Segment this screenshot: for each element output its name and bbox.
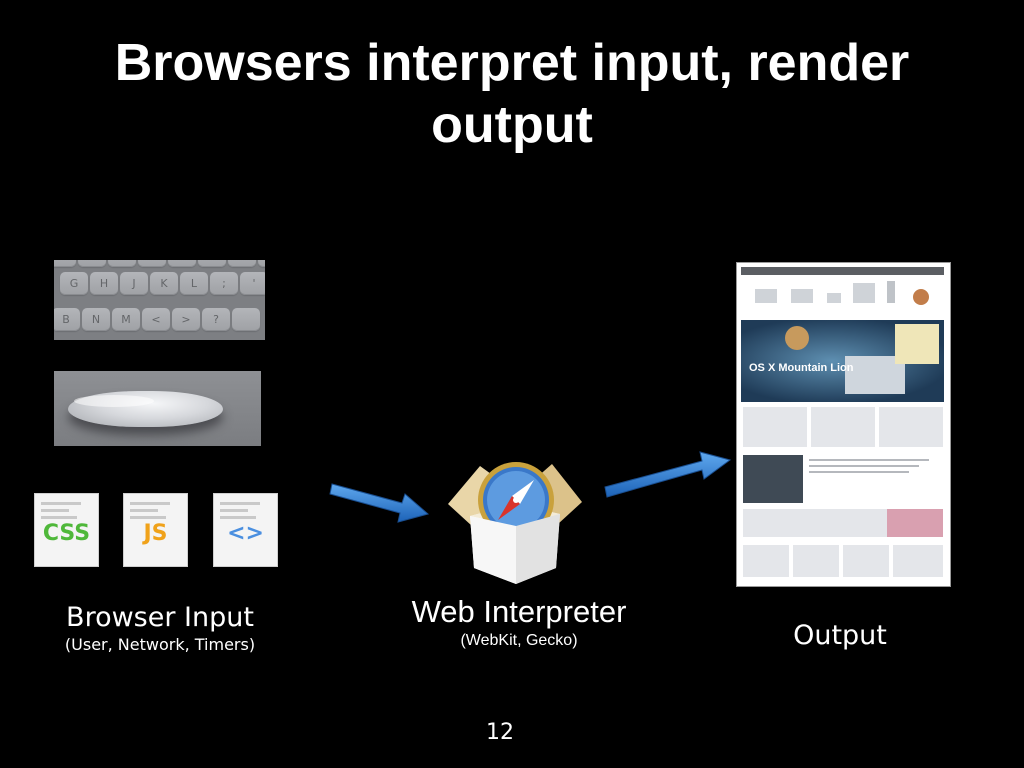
keyboard-key: N [82,308,110,331]
output-caption: Output [770,620,910,652]
web-interpreter-sublabel: (WebKit, Gecko) [460,632,578,649]
keyboard-key: > [172,308,200,331]
keyboard-key: ? [202,308,230,331]
browser-input-sublabel: (User, Network, Timers) [64,635,256,654]
web-interpreter-caption: Web Interpreter (WebKit, Gecko) [384,594,654,652]
magic-mouse-icon [68,391,223,427]
keyboard-key [198,260,226,267]
keyboard-key: ; [210,272,238,295]
js-file-icon: JS [123,493,188,567]
output-hero-text: OS X Mountain Lion [749,362,854,374]
safari-compass-box-icon [448,462,582,584]
keyboard-key [232,308,260,331]
web-interpreter-label: Web Interpreter [411,594,627,629]
keyboard-key [54,260,76,267]
keyboard-key: < [142,308,170,331]
keyboard-key: K [150,272,178,295]
keyboard-key [108,260,136,267]
keyboard-key [168,260,196,267]
keyboard-key [228,260,256,267]
keyboard-key [258,260,265,267]
keyboard-key [138,260,166,267]
keyboard-key: H [90,272,118,295]
keyboard-key: B [54,308,80,331]
output-webpage-screenshot: OS X Mountain Lion [736,262,951,587]
output-label: Output [793,620,887,651]
keyboard-key: J [120,272,148,295]
slide-title: Browsers interpret input, render output [114,34,910,154]
css-file-icon: CSS [34,493,99,567]
html-file-icon: <> [213,493,278,567]
browser-input-caption: Browser Input (User, Network, Timers) [40,602,280,656]
interpreter-to-output-arrow [604,451,732,498]
output-hero-banner: OS X Mountain Lion [741,320,944,402]
mouse-image [54,371,261,446]
keyboard-key: L [180,272,208,295]
keyboard-key: ' [240,272,265,295]
keyboard-key: G [60,272,88,295]
keyboard-key [78,260,106,267]
browser-input-label: Browser Input [66,602,254,633]
css-file-tag: CSS [42,521,91,546]
js-file-tag: JS [143,521,168,546]
output-navbar [741,267,944,275]
input-to-interpreter-arrow [329,483,430,523]
page-number: 12 [486,720,514,745]
keyboard-key: M [112,308,140,331]
html-file-tag: <> [227,521,264,546]
